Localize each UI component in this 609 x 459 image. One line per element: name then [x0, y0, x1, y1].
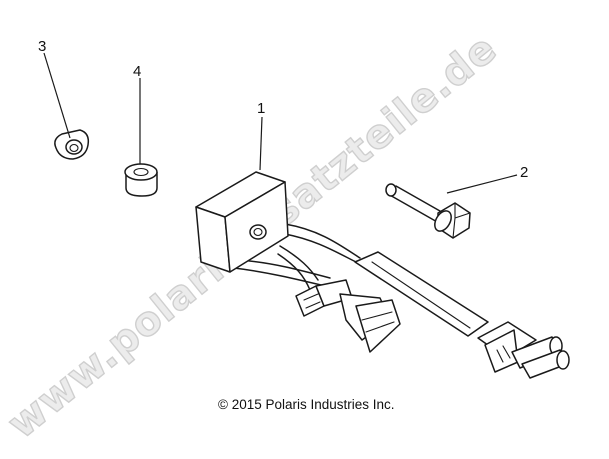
- callout-3: 3: [38, 38, 46, 55]
- copyright-text: © 2015 Polaris Industries Inc.: [218, 397, 395, 412]
- callout-1: 1: [257, 100, 265, 117]
- part-3-grommet: [54, 129, 90, 160]
- part-1-regulator-harness: [195, 171, 570, 379]
- leader-2: [446, 174, 518, 194]
- part-2-flange-bolt: [385, 183, 471, 239]
- callout-4: 4: [133, 63, 141, 80]
- leader-1: [259, 116, 263, 171]
- part-4-spacer: [124, 163, 158, 197]
- callout-2: 2: [520, 164, 528, 181]
- leader-3: [43, 52, 71, 139]
